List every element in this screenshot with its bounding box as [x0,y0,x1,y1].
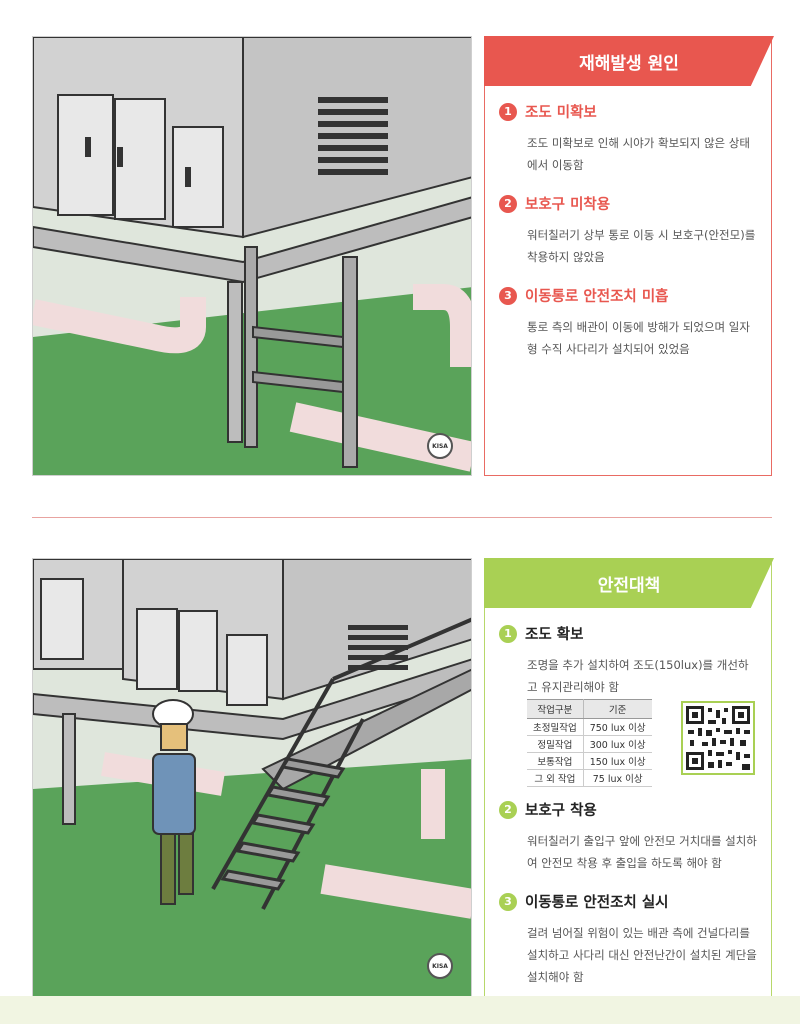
lux-standard-table: 작업구분 기준 초정밀작업 750 lux 이상 정밀작업 300 lux 이상… [527,699,652,787]
qr-code-icon[interactable] [681,701,755,775]
section-divider [32,517,772,518]
measure-heading-3: 이동통로 안전조치 실시 [525,895,669,911]
number-badge-3: 3 [499,286,517,305]
kisa-logo-icon-bottom: KISA [427,953,453,979]
table-cell: 750 lux 이상 [583,718,652,736]
measure-body-3: 걸려 넘어질 위험이 있는 배관 측에 건널다리를 설치하고 사다리 대신 안전… [527,926,757,984]
lux-standard-table-wrap: 작업구분 기준 초정밀작업 750 lux 이상 정밀작업 300 lux 이상… [527,699,652,787]
table-row: 그 외 작업 75 lux 이상 [527,769,652,787]
table-cell: 300 lux 이상 [583,735,652,753]
table-cell: 보통작업 [527,752,584,770]
measure-body-1: 조명을 추가 설치하여 조도(150lux)를 개선하고 유지관리해야 함 [527,658,749,694]
measure-heading-1: 조도 확보 [525,627,584,643]
cause-item-2: 2 보호구 미착용 워터칠러기 상부 통로 이동 시 보호구(안전모)를 착용하… [499,193,759,268]
number-badge-3: 3 [499,892,517,911]
table-row: 초정밀작업 750 lux 이상 [527,718,652,736]
measure-item-1: 1 조도 확보 조명을 추가 설치하여 조도(150lux)를 개선하고 유지관… [499,623,759,698]
cause-item-3: 3 이동통로 안전조치 미흡 통로 측의 배관이 이동에 방해가 되었으며 일자… [499,285,759,360]
cause-heading-2: 보호구 미착용 [525,197,611,213]
number-badge-2: 2 [499,800,517,819]
cause-item-1: 1 조도 미확보 조도 미확보로 인해 시야가 확보되지 않은 상태에서 이동함 [499,101,759,176]
accident-cause-title: 재해발생 원인 [484,36,774,86]
measure-item-2: 2 보호구 착용 워터칠러기 출입구 앞에 안전모 거치대를 설치하여 안전모 … [499,799,759,874]
kisa-logo-icon: KISA [427,433,453,459]
table-row: 정밀작업 300 lux 이상 [527,735,652,753]
cause-heading-1: 조도 미확보 [525,105,597,121]
footer-band [0,996,800,1024]
cause-body-1: 조도 미확보로 인해 시야가 확보되지 않은 상태에서 이동함 [527,136,750,172]
measure-item-3: 3 이동통로 안전조치 실시 걸려 넘어질 위험이 있는 배관 측에 건널다리를… [499,891,759,988]
table-cell: 150 lux 이상 [583,752,652,770]
table-cell: 초정밀작업 [527,718,584,736]
accident-cause-panel: 재해발생 원인 1 조도 미확보 조도 미확보로 인해 시야가 확보되지 않은 … [484,36,774,476]
number-badge-1: 1 [499,102,517,121]
table-cell: 정밀작업 [527,735,584,753]
illustration-accident: KISA [32,36,472,476]
table-cell: 그 외 작업 [527,769,584,787]
measure-heading-2: 보호구 착용 [525,803,597,819]
table-header: 작업구분 [527,699,584,719]
safety-measures-panel: 안전대책 1 조도 확보 조명을 추가 설치하여 조도(150lux)를 개선하… [484,558,774,998]
table-header: 기준 [583,699,652,719]
safety-measures-title: 안전대책 [484,558,774,608]
table-cell: 75 lux 이상 [583,769,652,787]
table-row: 보통작업 150 lux 이상 [527,752,652,770]
number-badge-1: 1 [499,624,517,643]
cause-body-3: 통로 측의 배관이 이동에 방해가 되었으며 일자형 수직 사다리가 설치되어 … [527,320,750,356]
measure-body-2: 워터칠러기 출입구 앞에 안전모 거치대를 설치하여 안전모 착용 후 출입을 … [527,834,757,870]
illustration-countermeasure: KISA [32,558,472,998]
cause-body-2: 워터칠러기 상부 통로 이동 시 보호구(안전모)를 착용하지 않았음 [527,228,756,264]
number-badge-2: 2 [499,194,517,213]
cause-heading-3: 이동통로 안전조치 미흡 [525,289,669,305]
